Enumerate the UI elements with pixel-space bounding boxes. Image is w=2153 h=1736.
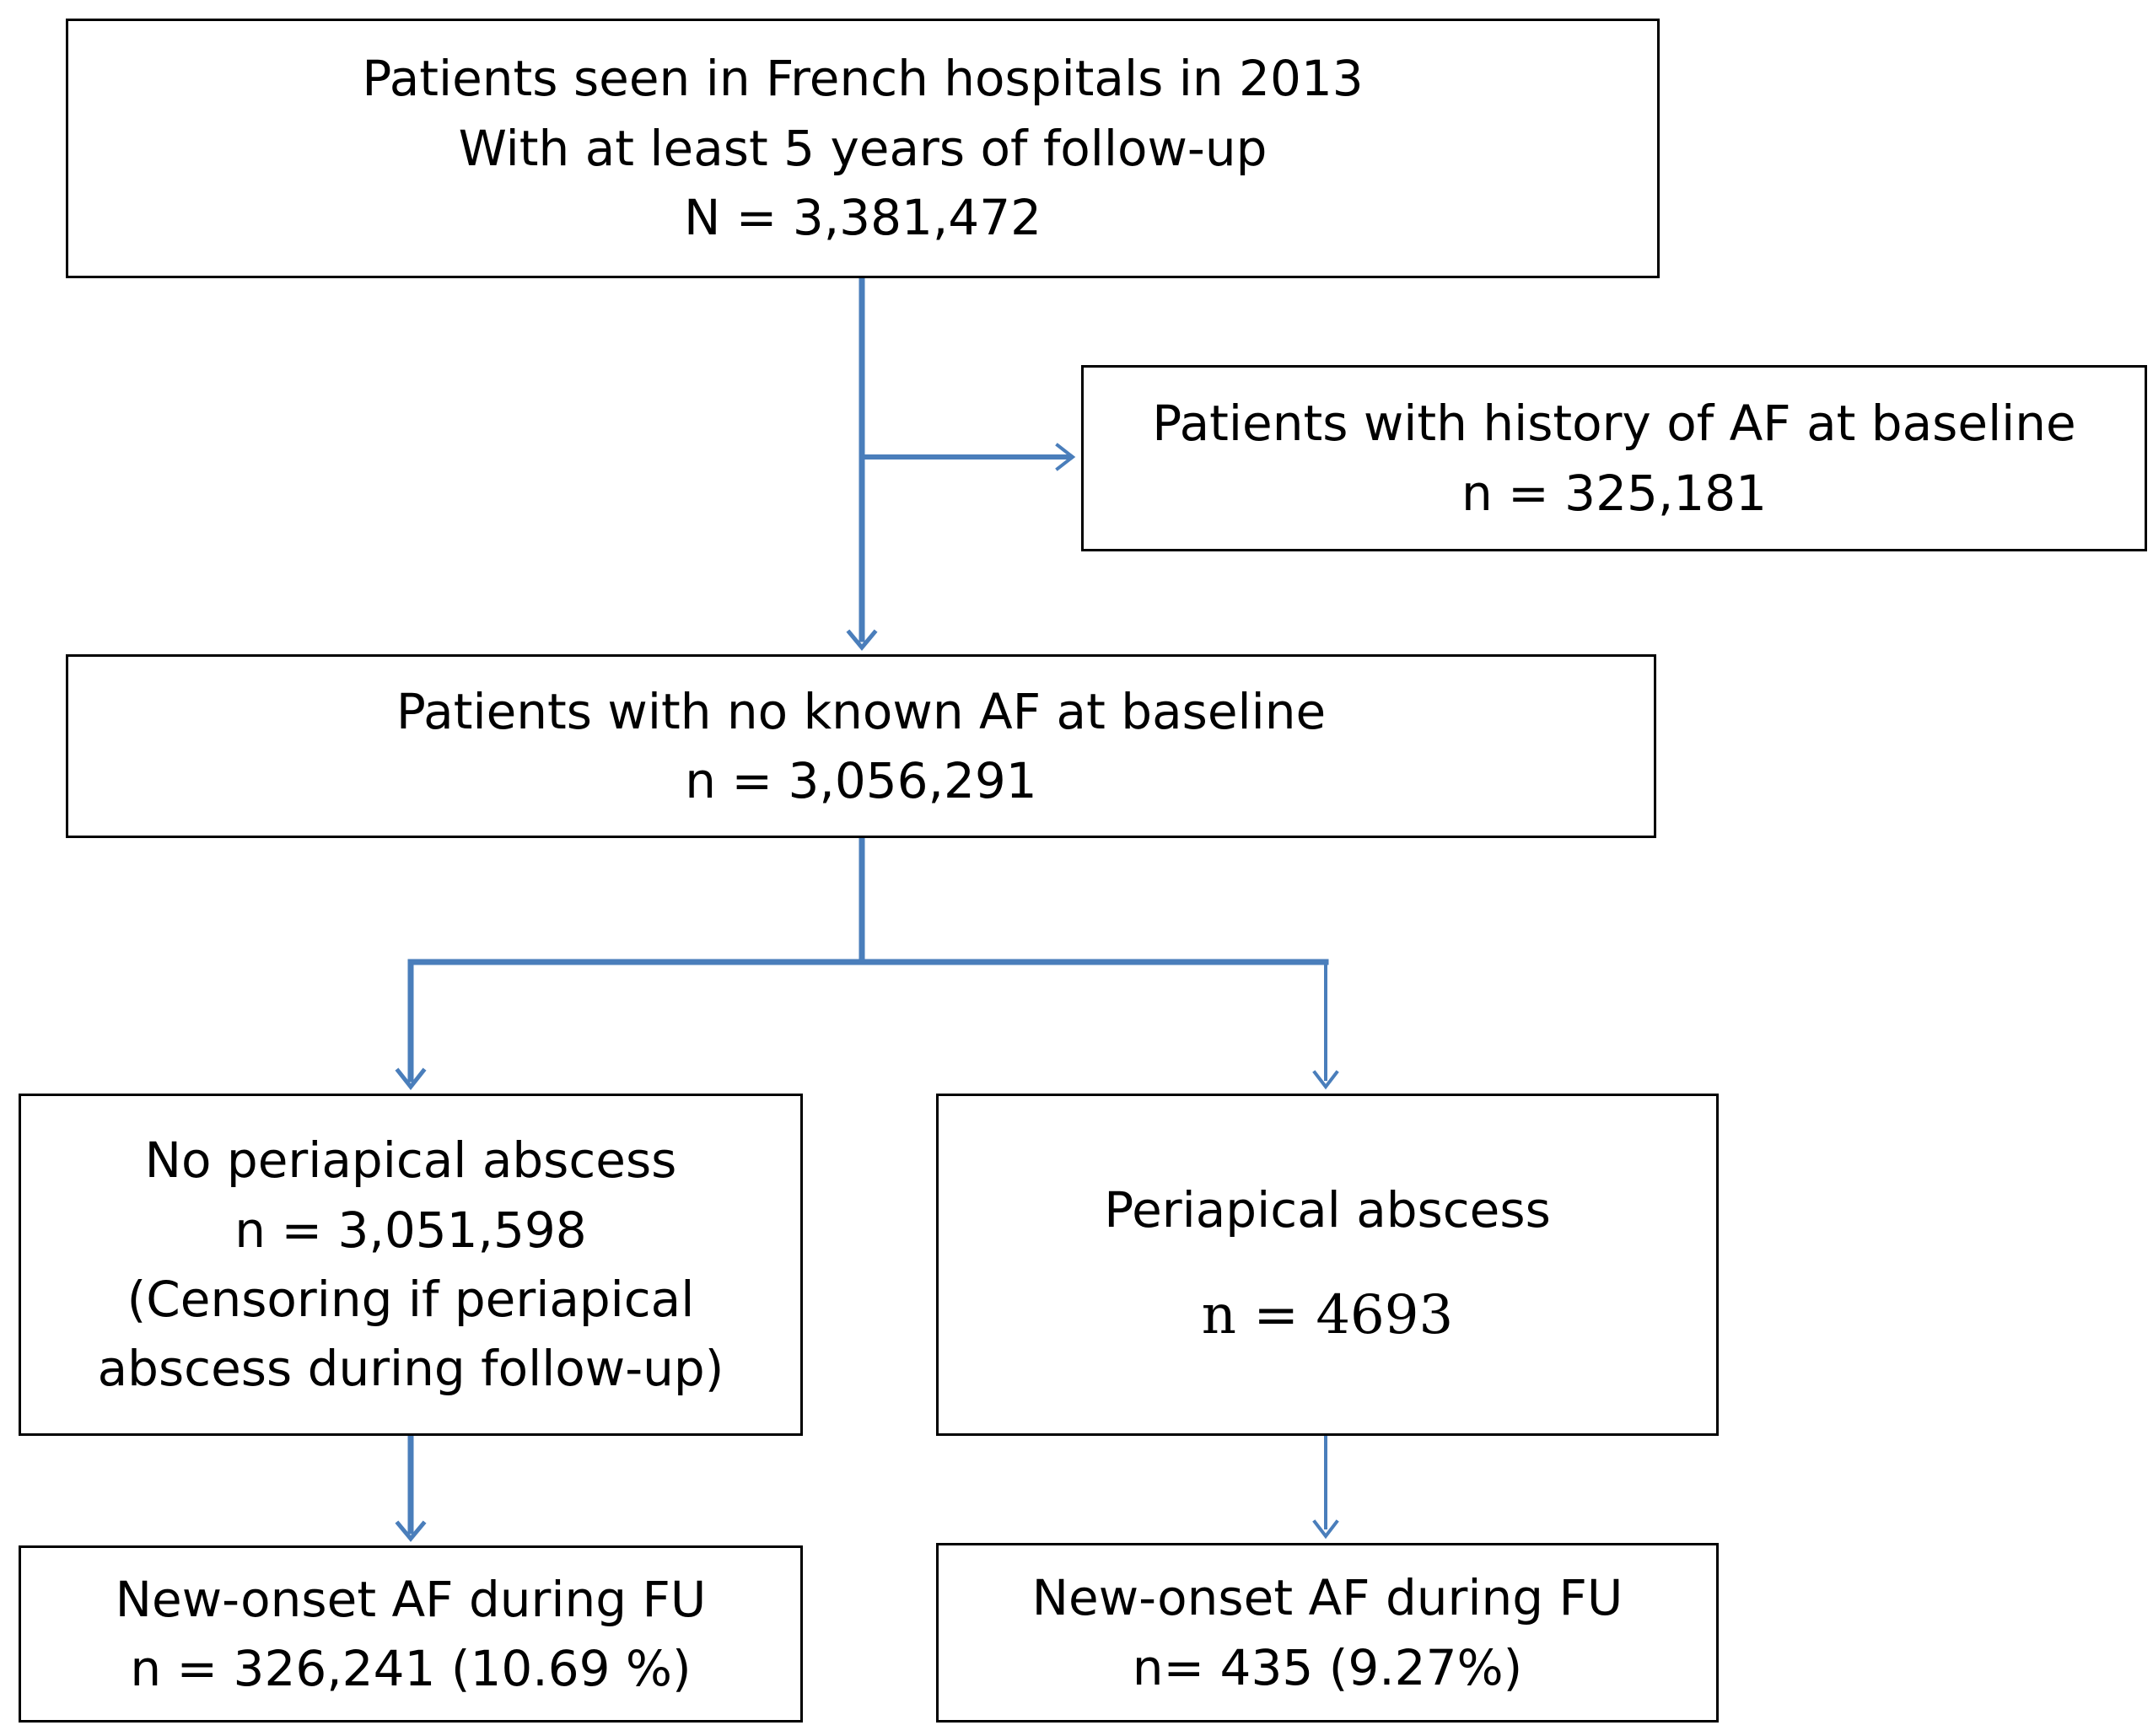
box-outcome-abscess: New-onset AF during FU n= 435 (9.27%): [936, 1543, 1719, 1723]
no-abscess-note-line1: (Censoring if periapical: [126, 1271, 695, 1328]
study-population-count: N = 3,381,472: [683, 189, 1042, 247]
box-no-periapical-abscess: No periapical abscess n = 3,051,598 (Cen…: [19, 1094, 803, 1436]
box-no-known-af: Patients with no known AF at baseline n …: [66, 654, 1656, 838]
follow-up-label: With at least 5 years of follow-up: [458, 119, 1268, 177]
arrowhead-abscess: [1312, 1070, 1339, 1090]
no-abscess-label: No periapical abscess: [144, 1131, 677, 1190]
history-of-af-count: n = 325,181: [1461, 464, 1768, 522]
box-outcome-no-abscess: New-onset AF during FU n = 326,241 (10.6…: [19, 1545, 803, 1723]
outcome-left-count: n = 326,241 (10.69 %): [130, 1640, 692, 1697]
outcome-right-count: n= 435 (9.27%): [1132, 1638, 1523, 1696]
abscess-label: Periapical abscess: [1104, 1181, 1551, 1239]
no-abscess-note-line2: abscess during follow-up): [97, 1340, 724, 1398]
box-study-population: Patients seen in French hospitals in 201…: [66, 19, 1660, 278]
arrowhead-no-af: [846, 629, 878, 651]
study-population-label: Patients seen in French hospitals in 201…: [362, 50, 1364, 108]
no-known-af-label: Patients with no known AF at baseline: [396, 682, 1327, 740]
no-abscess-count: n = 3,051,598: [234, 1201, 587, 1259]
box-history-of-af: Patients with history of AF at baseline …: [1081, 365, 2147, 551]
no-known-af-count: n = 3,056,291: [685, 752, 1037, 809]
arrowhead-outcome-right: [1312, 1519, 1339, 1540]
arrowhead-excluded: [1055, 443, 1076, 471]
arrowhead-outcome-left: [395, 1520, 427, 1542]
box-periapical-abscess: Periapical abscess n = 4693: [936, 1094, 1719, 1436]
outcome-left-label: New-onset AF during FU: [115, 1570, 707, 1628]
arrowhead-no-abscess: [395, 1067, 427, 1091]
abscess-count: n = 4693: [1201, 1283, 1454, 1346]
outcome-right-label: New-onset AF during FU: [1031, 1569, 1623, 1627]
history-of-af-label: Patients with history of AF at baseline: [1152, 395, 2076, 453]
